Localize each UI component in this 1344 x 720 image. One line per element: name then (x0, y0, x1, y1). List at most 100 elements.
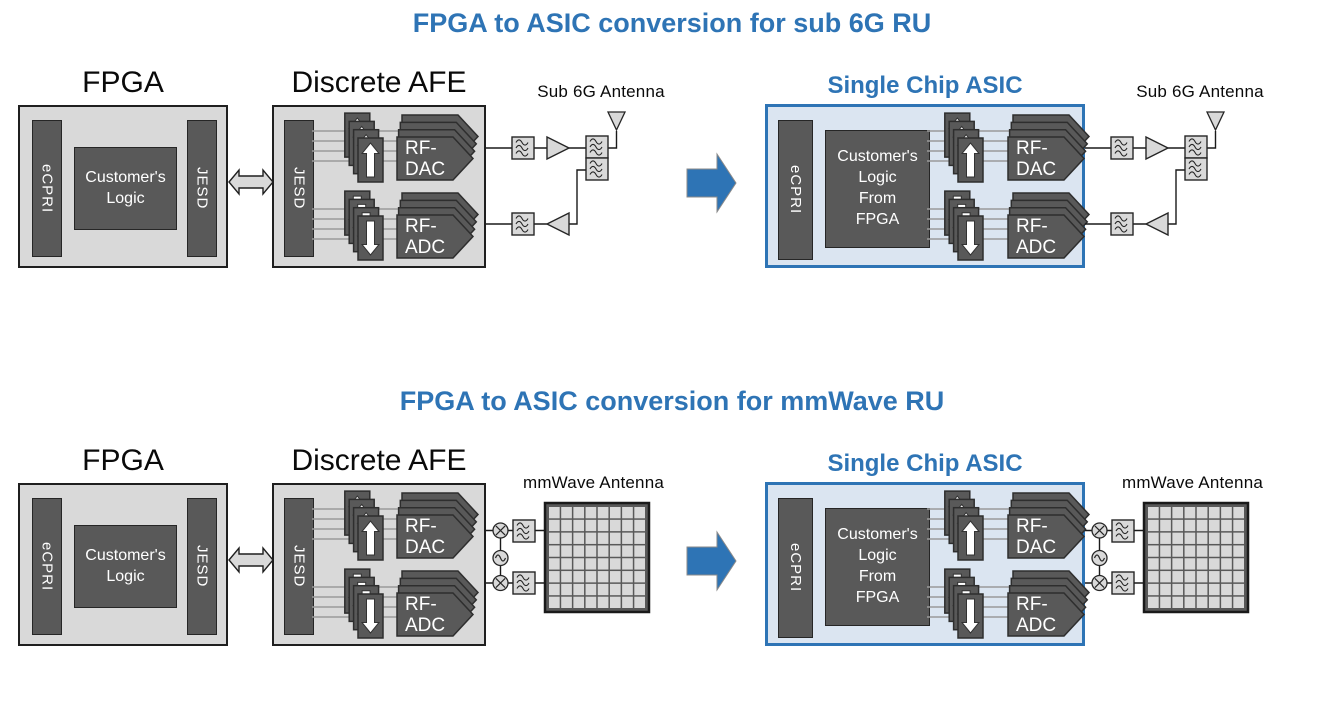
asic-converters: RF- DAC RF- ADC (927, 112, 1090, 261)
up-arrow-icon (357, 137, 384, 183)
down-arrow-icon (957, 593, 984, 639)
fpga-box: eCPRI Customer's Logic JESD (18, 483, 228, 646)
ecpri-bar: eCPRI (778, 498, 813, 638)
rf-adc-label: RF- (1016, 216, 1048, 237)
rx-filter-icon (511, 212, 535, 236)
section-title: FPGA to ASIC conversion for mmWave RU (399, 386, 945, 416)
svg-text:ADC: ADC (405, 237, 445, 258)
duplexer-bottom-filter-icon (1184, 157, 1208, 181)
tx-filter-icon (511, 136, 535, 160)
svg-text:DAC: DAC (1016, 159, 1056, 180)
antenna-label: mmWave Antenna (522, 473, 665, 492)
rf-dac-label: RF- (405, 138, 437, 159)
down-arrow-icon (357, 593, 384, 639)
sub6g-antenna-chain (1085, 111, 1225, 236)
fpga-label: FPGA (82, 444, 164, 477)
svg-text:DAC: DAC (1016, 537, 1056, 558)
upconverter-card-stack (344, 490, 384, 561)
antenna-array (543, 501, 651, 614)
tx-filter-icon (1110, 136, 1134, 160)
rf-dac-stack: RF- DAC (1007, 492, 1090, 559)
rf-adc-stack: RF- ADC (396, 570, 479, 637)
tx-mixer-icon (492, 522, 509, 539)
tx-amplifier-icon (1145, 136, 1169, 160)
duplexer-top-filter-icon (585, 135, 609, 159)
local-oscillator-icon (1091, 549, 1108, 567)
ecpri-bar: eCPRI (32, 120, 62, 257)
up-arrow-icon (957, 515, 984, 561)
jesd-bar: JESD (187, 120, 217, 257)
tx-filter-icon (512, 519, 536, 543)
antenna-label: Sub 6G Antenna (1136, 82, 1264, 101)
upconverter-card-stack (944, 490, 984, 561)
conversion-arrow-icon (686, 530, 737, 592)
upconverter-card-stack (944, 112, 984, 183)
antenna-array-elements (1148, 507, 1244, 608)
rx-filter-icon (1111, 571, 1135, 595)
mmwave-section: FPGA to ASIC conversion for mmWave RU FP… (0, 378, 1344, 720)
sub6g-antenna-chain (486, 111, 626, 236)
antenna-label: Sub 6G Antenna (537, 82, 665, 101)
tx-filter-icon (1111, 519, 1135, 543)
downconverter-card-stack (344, 568, 384, 639)
svg-text:ADC: ADC (405, 615, 445, 636)
customers-logic-box: Customer's Logic (74, 147, 177, 230)
asic-converters: RF- DAC RF- ADC (927, 490, 1090, 639)
rx-amplifier-icon (546, 212, 570, 236)
antenna-label: mmWave Antenna (1121, 473, 1264, 492)
rf-dac-stack: RF- DAC (396, 114, 479, 181)
svg-text:DAC: DAC (405, 537, 445, 558)
local-oscillator-icon (492, 549, 509, 567)
sub6g-section: FPGA to ASIC conversion for sub 6G RU FP… (0, 0, 1344, 342)
rx-amplifier-icon (1145, 212, 1169, 236)
downconverter-card-stack (944, 568, 984, 639)
rf-adc-stack: RF- ADC (396, 192, 479, 259)
antenna-icon (1206, 111, 1225, 131)
down-arrow-icon (357, 215, 384, 261)
asic-label: Single Chip ASIC (827, 72, 1023, 99)
customers-logic-box: Customer's Logic (74, 525, 177, 608)
ecpri-bar: eCPRI (778, 120, 813, 260)
afe-converters: RF- DAC RF- ADC (312, 112, 479, 261)
tx-mixer-icon (1091, 522, 1108, 539)
afe-label: Discrete AFE (291, 66, 467, 99)
mmwave-antenna-chain (486, 501, 651, 614)
rf-dac-stack: RF- DAC (396, 492, 479, 559)
rx-filter-icon (512, 571, 536, 595)
up-arrow-icon (357, 515, 384, 561)
duplexer-bottom-filter-icon (585, 157, 609, 181)
asic-logic-box: Customer's Logic From FPGA (825, 508, 930, 626)
downconverter-card-stack (944, 190, 984, 261)
tx-amplifier-icon (546, 136, 570, 160)
rf-adc-label: RF- (1016, 594, 1048, 615)
rf-adc-label: RF- (405, 216, 437, 237)
rf-adc-stack: RF- ADC (1007, 570, 1090, 637)
antenna-array (1142, 501, 1250, 614)
section-title: FPGA to ASIC conversion for sub 6G RU (412, 8, 932, 38)
rf-adc-label: RF- (405, 594, 437, 615)
jesd-bar: JESD (284, 120, 314, 257)
svg-text:ADC: ADC (1016, 237, 1056, 258)
jesd-bar: JESD (284, 498, 314, 635)
fpga-box: eCPRI Customer's Logic JESD (18, 105, 228, 268)
fpga-label: FPGA (82, 66, 164, 99)
afe-converters: RF- DAC RF- ADC (312, 490, 479, 639)
conversion-arrow-icon (686, 152, 737, 214)
ecpri-bar: eCPRI (32, 498, 62, 635)
rf-dac-label: RF- (405, 516, 437, 537)
asic-label: Single Chip ASIC (827, 450, 1023, 477)
asic-logic-box: Customer's Logic From FPGA (825, 130, 930, 248)
antenna-icon (607, 111, 626, 131)
mmwave-antenna-chain (1085, 501, 1250, 614)
rf-adc-stack: RF- ADC (1007, 192, 1090, 259)
rf-dac-stack: RF- DAC (1007, 114, 1090, 181)
svg-text:ADC: ADC (1016, 615, 1056, 636)
rf-dac-label: RF- (1016, 516, 1048, 537)
bidirectional-arrow-icon (228, 546, 274, 574)
rx-mixer-icon (492, 574, 509, 592)
svg-text:DAC: DAC (405, 159, 445, 180)
rx-mixer-icon (1091, 574, 1108, 592)
upconverter-card-stack (344, 112, 384, 183)
duplexer-top-filter-icon (1184, 135, 1208, 159)
jesd-bar: JESD (187, 498, 217, 635)
